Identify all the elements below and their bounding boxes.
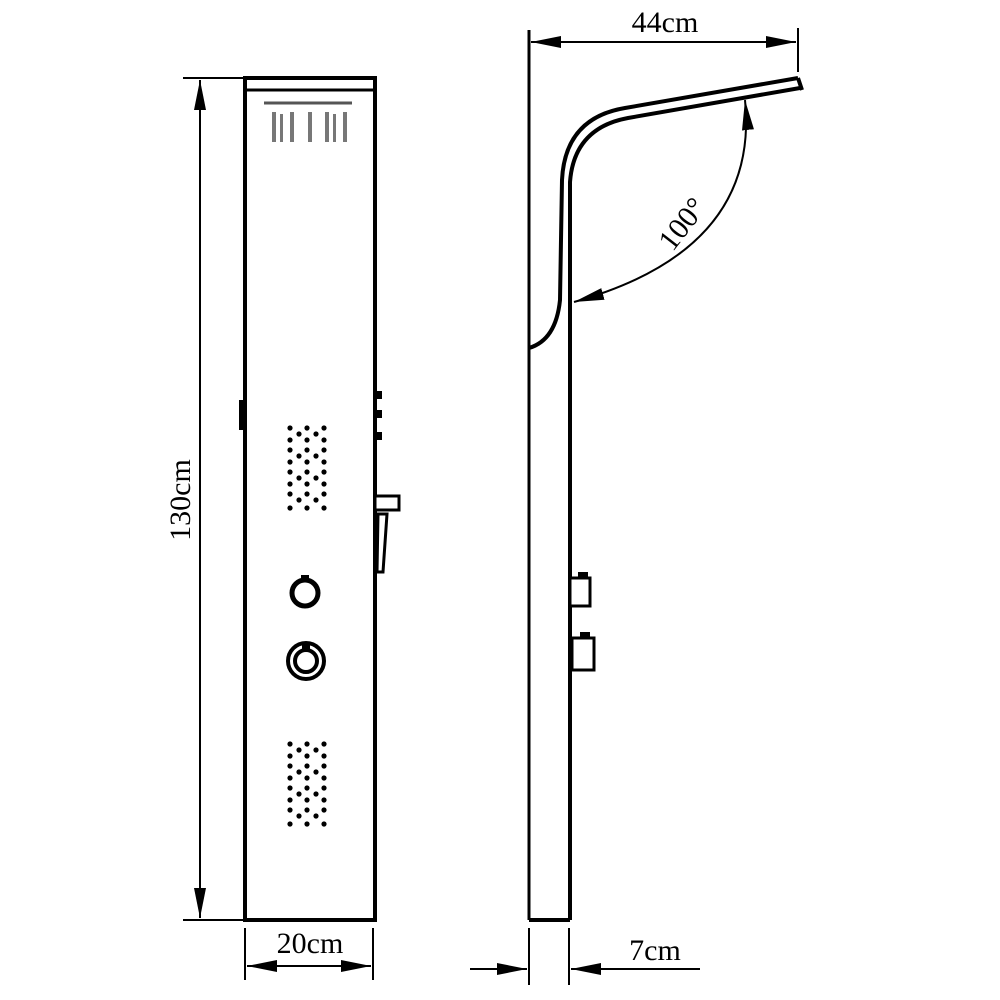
- angle-label: 100°: [652, 192, 713, 257]
- side-knobs-right: [375, 391, 382, 440]
- upper-body-jets: [287, 425, 327, 511]
- reach-dimension: 44cm: [531, 6, 799, 72]
- depth-dimension: 7cm: [470, 928, 700, 985]
- side-button-left: [239, 400, 246, 430]
- front-view: 130cm 20cm: [164, 76, 401, 980]
- side-view: 100° 44cm 7cm: [470, 6, 804, 985]
- height-label: 130cm: [164, 459, 197, 541]
- width-label: 20cm: [277, 927, 344, 960]
- hand-shower: [373, 494, 401, 574]
- panel-body: [243, 76, 377, 922]
- overhead-shower-nozzles: [264, 101, 352, 142]
- height-dimension: 130cm: [164, 77, 243, 921]
- diverter-knob: [289, 575, 321, 609]
- width-dimension: 20cm: [244, 927, 374, 980]
- depth-label: 7cm: [629, 934, 681, 967]
- side-jets: [568, 572, 596, 672]
- thermostat-knob: [286, 641, 326, 681]
- reach-label: 44cm: [632, 6, 699, 39]
- lower-body-jets: [287, 741, 327, 827]
